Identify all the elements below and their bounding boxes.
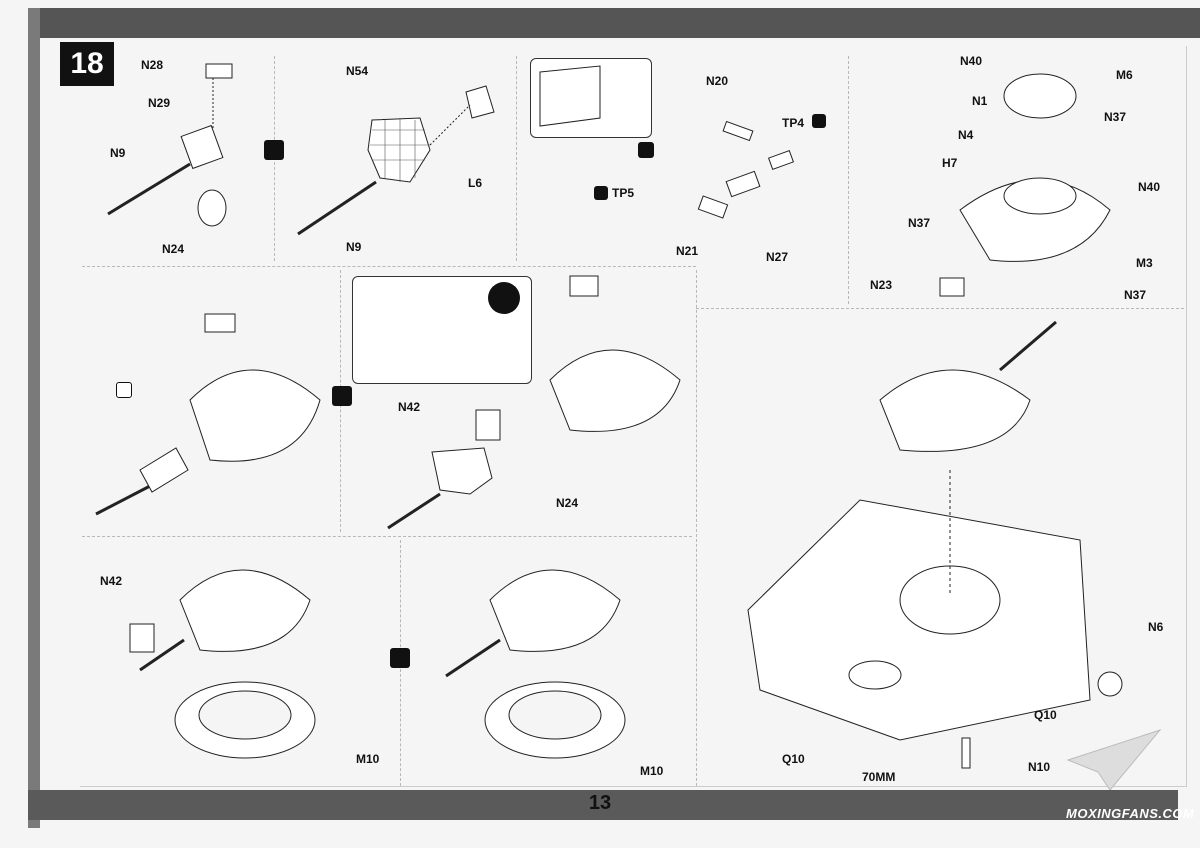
label-n37: N37 (1124, 288, 1147, 302)
part-l6 (465, 85, 495, 119)
label-n42: N42 (100, 574, 123, 588)
remove-cross-icon (116, 382, 132, 398)
label-n1: N1 (972, 94, 988, 108)
divider (696, 308, 1184, 309)
divider (82, 536, 692, 537)
label-70mm: 70MM (862, 770, 896, 784)
label-n54: N54 (346, 64, 369, 78)
label-n9: N9 (346, 240, 362, 254)
page-frame (80, 46, 1187, 787)
step-number-badge: 18 (60, 42, 114, 86)
magnifier-plus-icon (488, 282, 520, 314)
yin-yang-icon (390, 648, 410, 668)
part-n24 (197, 189, 227, 227)
label-n37: N37 (908, 216, 931, 230)
left-bar (28, 8, 40, 828)
label-m6: M6 (1116, 68, 1133, 82)
top-bar (28, 8, 1200, 38)
watermark-text: MOXINGFANS.COM (1066, 806, 1195, 821)
gun-barrel (107, 162, 191, 216)
label-l6: L6 (468, 176, 483, 190)
part-n6 (1097, 671, 1123, 697)
label-m3: M3 (1136, 256, 1153, 270)
divider (696, 270, 697, 786)
label-n23: N23 (870, 278, 893, 292)
part-n28 (205, 63, 233, 79)
divider (82, 266, 696, 267)
label-q10: Q10 (1034, 708, 1057, 722)
label-h7: H7 (942, 156, 958, 170)
label-n27: N27 (766, 250, 789, 264)
label-m10: M10 (640, 764, 664, 778)
label-n24: N24 (162, 242, 185, 256)
heart-option-icon (812, 114, 826, 128)
label-q10: Q10 (782, 752, 805, 766)
divider (848, 56, 849, 304)
label-n40: N40 (1138, 180, 1161, 194)
yin-yang-icon (264, 140, 284, 160)
label-tp5: TP5 (612, 186, 635, 200)
label-n21: N21 (676, 244, 699, 258)
label-n29: N29 (148, 96, 171, 110)
label-n20: N20 (706, 74, 729, 88)
divider (516, 56, 517, 261)
label-n37: N37 (1104, 110, 1127, 124)
turret-cupola (1003, 73, 1077, 119)
label-n6: N6 (1148, 620, 1164, 634)
label-n4: N4 (958, 128, 974, 142)
heart-option-icon (594, 186, 608, 200)
label-n28: N28 (141, 58, 164, 72)
label-n9: N9 (110, 146, 126, 160)
label-n40: N40 (960, 54, 983, 68)
gun-barrel (297, 180, 377, 236)
label-n42: N42 (398, 400, 421, 414)
yin-yang-icon (638, 142, 654, 158)
label-tp4: TP4 (782, 116, 805, 130)
turret-ring (899, 565, 1001, 635)
label-m10: M10 (356, 752, 380, 766)
page-number: 13 (588, 792, 612, 814)
label-n10: N10 (1028, 760, 1051, 774)
bottom-bar (28, 790, 1178, 820)
net-n54 (367, 117, 431, 183)
label-n24: N24 (556, 496, 579, 510)
mantlet-part (180, 124, 224, 170)
yin-yang-icon (332, 386, 352, 406)
